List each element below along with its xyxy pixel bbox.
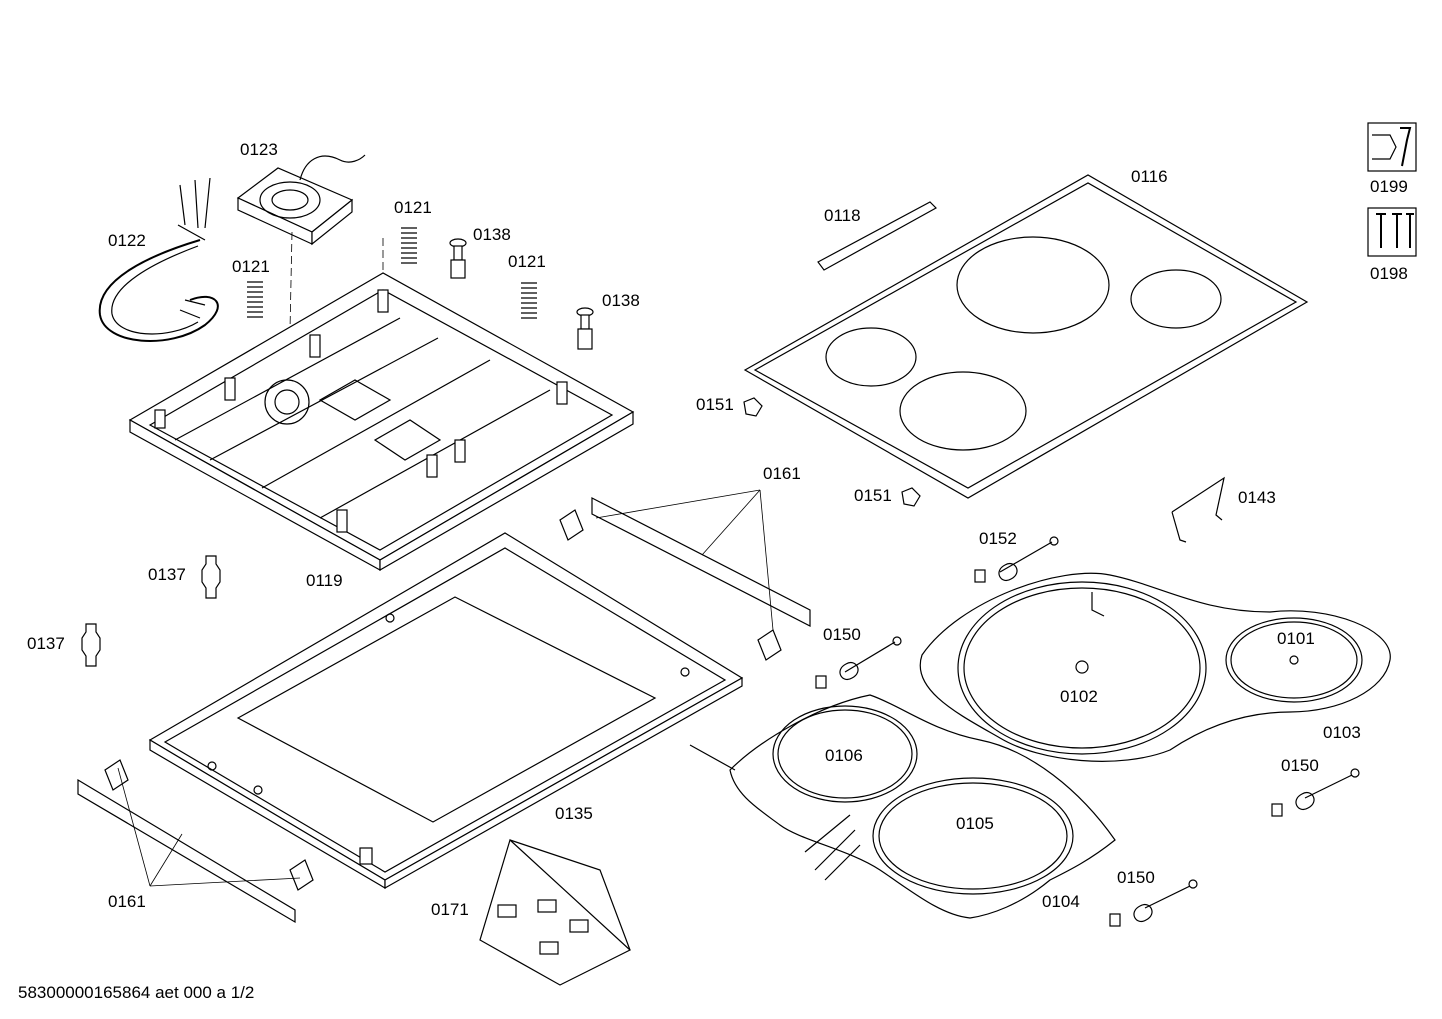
clip-0151: [743, 397, 921, 507]
label-0105: 0105: [956, 814, 994, 833]
label-0150-b: 0150: [1281, 756, 1319, 775]
glass-ceramic-top-0116: [743, 174, 1309, 499]
heater-carrier-0103: [919, 572, 1391, 762]
frame-0135: [148, 532, 744, 890]
label-0151-b: 0151: [854, 486, 892, 505]
fastener-0137: [81, 555, 221, 667]
label-0123: 0123: [240, 140, 278, 159]
heater-carrier-0104: [689, 694, 1116, 919]
housing-0119: [128, 272, 635, 572]
label-0171: 0171: [431, 900, 469, 919]
label-0121-c: 0121: [508, 252, 546, 271]
label-0104: 0104: [1042, 892, 1080, 911]
cable-0122: [98, 177, 219, 342]
bracket-0161: [77, 489, 811, 924]
label-0150-c: 0150: [1117, 868, 1155, 887]
label-0138-a: 0138: [473, 225, 511, 244]
foot-0138: [449, 238, 594, 350]
label-0198: 0198: [1370, 264, 1408, 283]
sensor-0152: [974, 536, 1059, 583]
label-0138-b: 0138: [602, 291, 640, 310]
label-0150-a: 0150: [823, 625, 861, 644]
label-0152: 0152: [979, 529, 1017, 548]
label-0121-a: 0121: [394, 198, 432, 217]
label-0119: 0119: [306, 571, 343, 590]
label-0102: 0102: [1060, 687, 1098, 706]
wrench-nut-icon: [1367, 122, 1417, 172]
screws-icon: [1367, 207, 1417, 257]
label-0121-b: 0121: [232, 257, 270, 276]
strip-0118: [817, 201, 937, 271]
spring-0121: [247, 227, 537, 319]
sensor-0150: [815, 636, 1360, 927]
label-0137-b: 0137: [27, 634, 65, 653]
label-0137-a: 0137: [148, 565, 186, 584]
label-0103: 0103: [1323, 723, 1361, 742]
label-0106: 0106: [825, 746, 863, 765]
label-0122: 0122: [108, 231, 146, 250]
label-0143: 0143: [1238, 488, 1276, 507]
label-0199: 0199: [1370, 177, 1408, 196]
label-0151-a: 0151: [696, 395, 734, 414]
label-0101: 0101: [1277, 629, 1315, 648]
clip-set-0171: [479, 838, 632, 986]
fan-0123: [236, 154, 366, 331]
label-0118: 0118: [824, 206, 861, 225]
label-0161-a: 0161: [763, 464, 801, 483]
document-id-footer: 58300000165864 aet 000 a 1/2: [18, 983, 254, 1002]
label-0161-b: 0161: [108, 892, 146, 911]
label-0116: 0116: [1131, 167, 1168, 186]
label-0135: 0135: [555, 804, 593, 823]
wire-bracket-0143: [1171, 476, 1225, 543]
